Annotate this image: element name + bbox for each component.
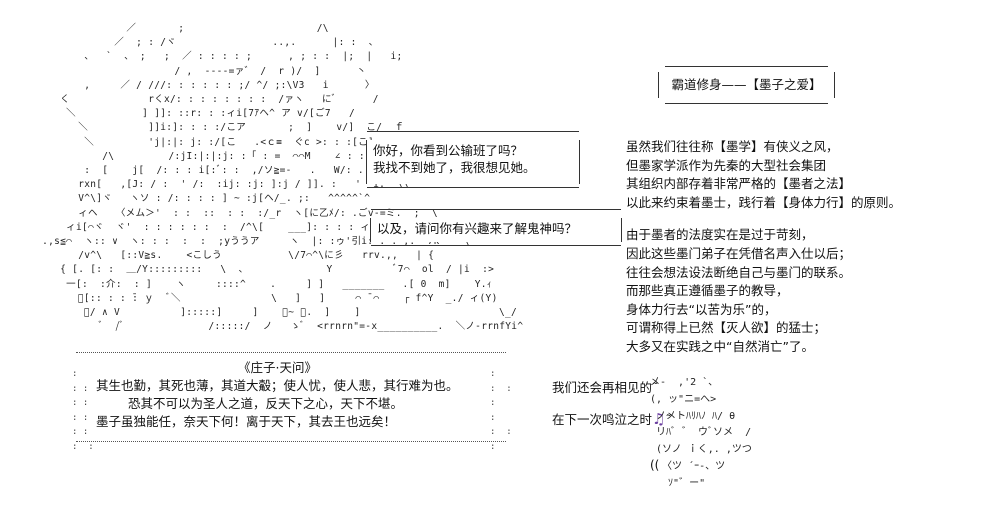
music-note-icon: ♫: [652, 410, 666, 428]
quote-line-3: 墨子虽独能任，奈天下何！离于天下，其去王也远矣！: [96, 414, 397, 429]
ascii-art-small-character: メ- ,'2 `、 (, ッ"ニ=へ> ノメトﾊﾘﾊﾉ ﾊ/ θ リﾊﾞ ゛ ウ…: [650, 377, 752, 489]
bubble-2-line-1: 以及，请问你有兴趣来了解鬼神吗？: [377, 221, 578, 236]
essay-line: 往往会想法设法断绝自己与墨门的联系。: [626, 264, 852, 280]
bubble-1-line-2: 我找不到她了，我很想见她。: [373, 160, 536, 175]
quote-border-right: : : : : : : : :: [490, 369, 512, 452]
farewell-line-2-text: 在下一次鸣泣之时: [552, 412, 653, 427]
section-title: 霸道修身——【墨子之爱】: [658, 66, 835, 104]
speech-bubble-1: 你好，你看到公输班了吗？ 我找不到她了，我很想见她。: [366, 131, 580, 188]
essay-line: 而那些真正遵循墨子的教导，: [626, 283, 789, 299]
farewell-line-1: 我们还会再相见的˜: [552, 380, 659, 395]
essay-line: 身体力行去“以苦为乐”的，: [626, 301, 777, 317]
quote-source: 《庄子·天问》: [238, 360, 317, 375]
bubble-1-line-1: 你好，你看到公输班了吗？: [373, 143, 524, 158]
essay-line: 但墨家学派作为先秦的大型社会集团: [626, 157, 827, 173]
farewell-line-2: 在下一次鸣泣之时♫˜: [552, 409, 672, 428]
essay-text: 虽然我们往往称【墨学】有侠义之风， 但墨家学派作为先秦的大型社会集团 其组织内部…: [626, 138, 901, 357]
farewell-tail: ˜: [665, 412, 672, 427]
quote-line-2: 恐其不可以为圣人之道，反天下之心，天下不堪。: [128, 396, 404, 411]
essay-line: 大多又在实践之中“自然消亡”了。: [626, 338, 814, 354]
quote-line-1: 其生也勤，其死也薄，其道大觳；使人忧，使人悲，其行难为也。: [96, 378, 459, 393]
speech-bubble-2: 以及，请问你有兴趣来了解鬼神吗？: [370, 209, 622, 246]
quote-border-left: : : : : : : : : : : :: [72, 369, 94, 452]
essay-line: 由于墨者的法度实在是过于苛刻，: [626, 227, 814, 243]
essay-line: 其组织内部存着非常严格的【墨者之法】: [626, 176, 852, 192]
quote-block: 《庄子·天问》 其生也勤，其死也薄，其道大觳；使人忧，使人悲，其行难为也。 恐其…: [76, 352, 506, 442]
essay-line: 以此来约束着墨士，践行着【身体力行】的原则。: [626, 194, 902, 210]
ascii-art-small-mark: ((: [650, 458, 660, 472]
essay-line: 虽然我们往往称【墨学】有侠义之风，: [626, 139, 839, 154]
essay-line: 可谓称得上已然【灭人欲】的猛士；: [626, 320, 827, 336]
paragraph-gap: [626, 212, 901, 226]
essay-line: 因此这些墨门弟子在凭借名声入仕以后；: [626, 245, 852, 261]
